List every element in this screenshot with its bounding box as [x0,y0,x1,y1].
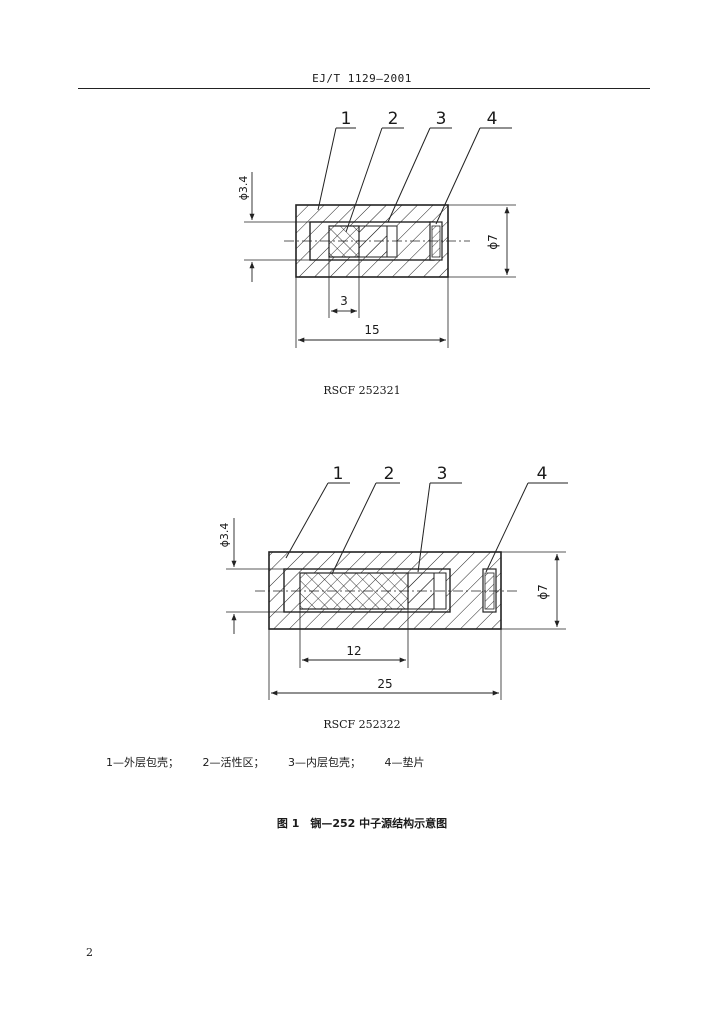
page-number: 2 [86,946,93,959]
dim-active-length: 3 [340,294,348,308]
header-code: EJ/T 1129—2001 [312,72,412,85]
caption-rscf-252321: RSCF 252321 [323,384,401,397]
part-label-4: 4 [487,109,498,129]
dim-outer-diameter: ϕ7 [536,584,550,600]
part-label-1: 1 [333,464,344,484]
diagram-rscf-252322: 1 2 3 4 ϕ3.4 ϕ7 12 25 [218,464,568,700]
legend-item-2: 2—活性区； [202,756,265,769]
part-label-3: 3 [437,464,448,484]
legend-item-3: 3—内层包壳； [288,756,361,769]
part-label-3: 3 [436,109,447,129]
dim-total-length: 25 [377,677,392,691]
legend-item-4: 4—垫片 [384,756,425,769]
caption-rscf-252322: RSCF 252322 [323,718,401,731]
header-rule [78,88,650,89]
dim-outer-diameter: ϕ7 [486,234,500,250]
legend-item-1: 1—外层包壳； [106,756,179,769]
part-label-1: 1 [341,109,352,129]
dim-total-length: 15 [364,323,379,337]
part-label-2: 2 [384,464,395,484]
figure-title: 图 1 锎—252 中子源结构示意图 [276,817,448,830]
parts-legend: 1—外层包壳； 2—活性区； 3—内层包壳； 4—垫片 [106,754,445,770]
part-label-4: 4 [537,464,548,484]
part-label-2: 2 [388,109,399,129]
dim-inner-diameter: ϕ3.4 [218,523,231,548]
diagram-rscf-252321: 1 2 3 4 ϕ3.4 ϕ7 3 15 [237,109,516,348]
dim-inner-diameter: ϕ3.4 [237,176,250,201]
dim-active-length: 12 [346,644,361,658]
